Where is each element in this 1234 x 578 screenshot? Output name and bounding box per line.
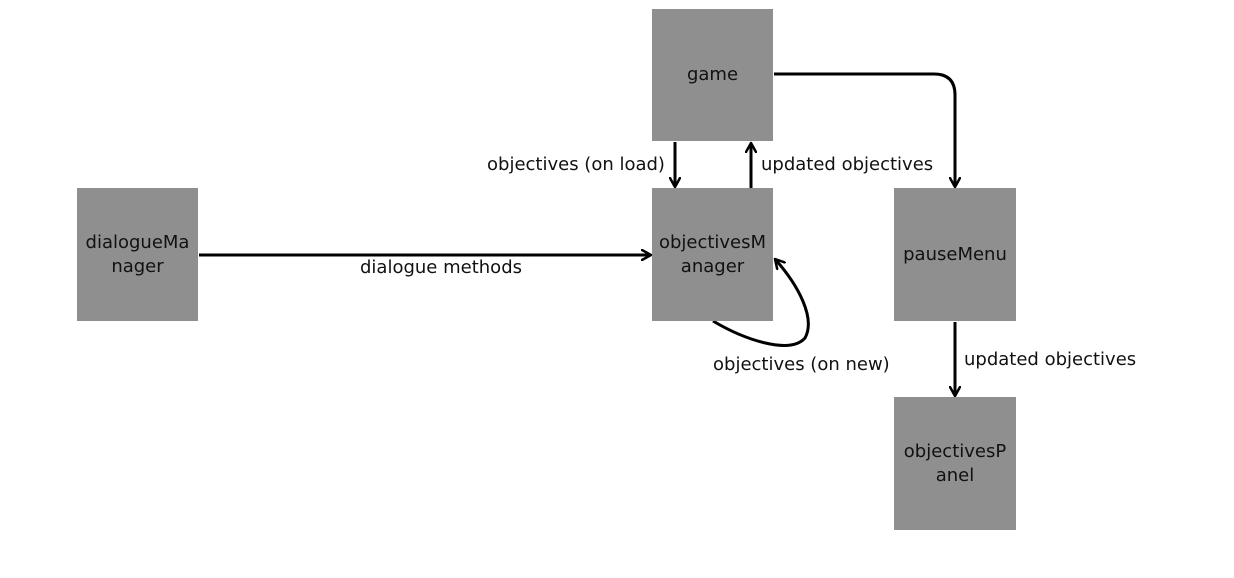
node-dialogue-manager: dialogueMa nager [77, 188, 198, 321]
edge-label-dialogue-methods: dialogue methods [360, 257, 522, 278]
edge-label-updated-objectives-panel: updated objectives [964, 349, 1137, 370]
node-pause-menu: pauseMenu [894, 188, 1016, 321]
node-objectives-panel-label: objectivesP anel [903, 440, 1007, 486]
edge-label-objectives-on-load: objectives (on load) [487, 154, 665, 175]
node-objectives-manager: objectivesM anager [652, 188, 773, 321]
node-objectives-manager-label: objectivesM anager [658, 231, 767, 277]
edge-objectives-manager-self-loop [712, 259, 810, 347]
edge-game-to-pause-menu [774, 72, 955, 187]
edge-label-updated-objectives-game: updated objectives [761, 154, 934, 175]
node-game: game [652, 9, 773, 141]
edge-label-objectives-on-new: objectives (on new) [713, 354, 890, 375]
node-game-label: game [686, 64, 739, 85]
node-pause-menu-label: pauseMenu [903, 243, 1007, 265]
node-objectives-panel: objectivesP anel [894, 397, 1016, 530]
node-dialogue-manager-label: dialogueMa nager [85, 231, 190, 277]
